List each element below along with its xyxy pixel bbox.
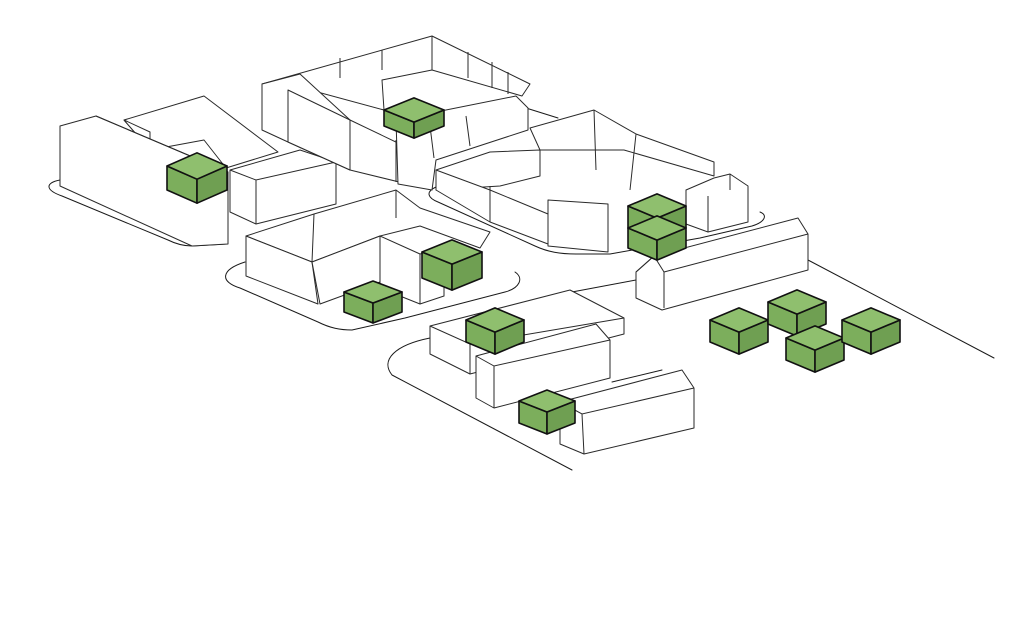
street-north (525, 107, 559, 119)
building-south-1 (429, 289, 625, 375)
plate-central (225, 261, 521, 331)
building-east-row (635, 217, 809, 311)
building-south-2 (475, 323, 611, 409)
street-link (571, 279, 637, 293)
ground-lines (48, 107, 995, 471)
green-volume-9 (709, 307, 769, 355)
green-volume-4 (421, 239, 483, 291)
green-volume-top-face (421, 239, 483, 265)
green-volume-11 (785, 325, 845, 373)
plate-south (387, 337, 573, 471)
building-south-3 (559, 369, 695, 455)
highlighted-volumes (166, 97, 901, 435)
building-central (245, 189, 491, 305)
green-volume-top-face (465, 307, 525, 333)
building-northeast (435, 109, 749, 253)
green-volume-8 (518, 389, 576, 435)
street-east (807, 259, 995, 359)
plate-northwest (48, 179, 227, 247)
green-volume-3 (343, 280, 403, 324)
green-volume-top-face (841, 307, 901, 333)
green-volume-1 (166, 152, 228, 204)
green-volume-7 (465, 307, 525, 355)
green-volume-top-face (767, 289, 827, 315)
green-volume-top-face (343, 280, 403, 304)
green-volume-6 (627, 215, 687, 261)
plate-northeast (428, 186, 765, 255)
building-northwest (59, 95, 337, 247)
green-volume-top-face (383, 97, 445, 123)
green-volume-12 (841, 307, 901, 355)
green-volume-2 (383, 97, 445, 139)
green-volume-top-face (518, 389, 576, 413)
street-link-2 (611, 369, 663, 383)
green-volume-top-face (627, 193, 687, 219)
green-volume-top-face (166, 152, 228, 180)
buildings (59, 35, 809, 455)
green-volume-top-face (627, 215, 687, 241)
